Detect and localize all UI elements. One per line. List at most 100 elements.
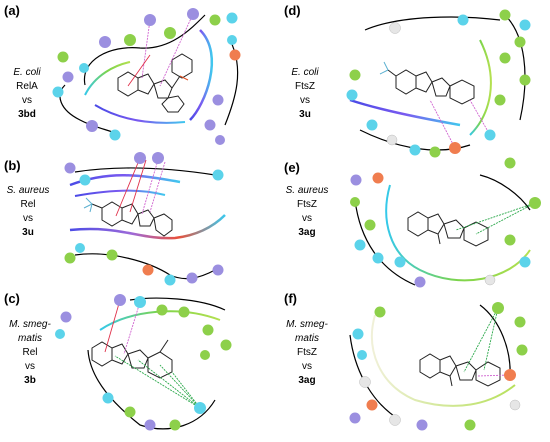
caption-b-line3: vs — [23, 213, 33, 224]
residue-node — [499, 52, 511, 64]
residue-node — [212, 264, 224, 276]
ligand-bond — [437, 233, 441, 245]
ligand-3bd — [117, 53, 193, 113]
ligand-ring — [455, 361, 477, 381]
residue-node — [144, 14, 156, 26]
residue-node — [144, 419, 156, 431]
residue-node — [204, 119, 216, 131]
residue-node — [64, 252, 76, 264]
caption-d-line4: 3u — [299, 109, 311, 120]
caption-d-line3: vs — [300, 95, 310, 106]
caption-b-line1: S. aureus — [7, 185, 50, 196]
residue-node — [57, 51, 69, 63]
panel-caption-f: M. smeg- matis FtsZ vs 3ag — [286, 319, 328, 386]
residue-node — [226, 12, 238, 24]
ligand-bond — [449, 375, 453, 387]
residue-node — [366, 399, 378, 411]
residue-node — [464, 419, 476, 431]
pocket-surface-line — [370, 314, 516, 407]
ligand-ring — [443, 219, 465, 239]
residue-node — [134, 152, 146, 164]
hbond-line — [149, 161, 166, 213]
residue-node — [372, 172, 384, 184]
hbond-line — [469, 99, 491, 136]
residue-group-e — [350, 157, 541, 288]
residue-group-f — [349, 302, 528, 431]
residue-node — [416, 419, 428, 431]
residue-group-a — [52, 8, 241, 145]
residue-node — [202, 324, 214, 336]
residue-node — [374, 306, 386, 318]
panel-label-e: (e) — [284, 160, 300, 175]
residue-node — [169, 419, 181, 431]
pi-stack-line — [475, 202, 536, 235]
residue-node — [114, 294, 126, 306]
panel-caption-c: M. smeg- matis Rel vs 3b — [9, 319, 51, 386]
pocket-surface-line — [84, 61, 131, 96]
panel-caption-d: E. coli FtsZ vs 3u — [291, 67, 319, 120]
residue-node — [504, 157, 516, 169]
pocket-line — [74, 253, 216, 280]
ligand-ring — [415, 71, 433, 93]
caption-b-line4: 3u — [22, 227, 34, 238]
pocket-line — [224, 39, 239, 126]
hbond-line — [123, 301, 141, 355]
caption-c-line1: M. smeg- — [9, 319, 51, 330]
pi-stack-line — [483, 307, 499, 371]
residue-node — [504, 369, 516, 381]
ligand-bond — [383, 61, 389, 71]
residue-node — [386, 134, 398, 146]
ligand-ring — [449, 79, 475, 105]
caption-f-line3: FtsZ — [297, 347, 317, 358]
panel-a: (a) E. coli RelA vs 3bd — [4, 3, 241, 145]
pocket-surface-line — [94, 104, 186, 124]
residue-node — [178, 306, 190, 318]
pocket-line — [74, 167, 216, 176]
panel-label-d: (d) — [284, 3, 301, 18]
ligand-3u — [83, 197, 173, 237]
residue-node — [164, 274, 176, 286]
residue-node — [494, 94, 506, 106]
residue-node — [364, 219, 376, 231]
cation-pi-line — [115, 157, 141, 217]
residue-node — [350, 174, 362, 186]
residue-node — [484, 274, 496, 286]
caption-a-line2: RelA — [16, 81, 38, 92]
residue-node — [389, 22, 401, 34]
ligand-ring — [127, 349, 149, 369]
panel-c: (c) M. smeg- matis Rel vs 3b — [4, 291, 232, 431]
residue-group-b — [64, 152, 224, 286]
residue-node — [99, 36, 111, 48]
hbond-line — [477, 374, 511, 377]
residue-group-d — [346, 9, 531, 158]
residue-node — [352, 328, 364, 340]
residue-node — [187, 8, 199, 20]
ligand-3b — [91, 339, 173, 379]
caption-f-line1: M. smeg- — [286, 319, 328, 330]
residue-node — [52, 86, 64, 98]
caption-a-line1: E. coli — [13, 67, 41, 78]
caption-a-line3: vs — [22, 95, 32, 106]
pocket-surface-line — [189, 29, 214, 121]
pocket-line — [364, 16, 501, 31]
ligand-bond — [179, 75, 189, 81]
ligand-ring — [111, 343, 129, 365]
residue-node — [366, 119, 378, 131]
residue-node — [152, 152, 164, 164]
pi-stack-line — [114, 355, 201, 409]
panel-f: (f) M. smeg- matis FtsZ vs 3ag — [284, 291, 528, 431]
residue-node — [62, 71, 74, 83]
caption-b-line2: Rel — [20, 199, 35, 210]
residue-node — [75, 243, 85, 253]
ligand-bond — [85, 197, 93, 205]
residue-node — [529, 197, 541, 209]
residue-node — [349, 412, 361, 424]
residue-node — [212, 94, 224, 106]
residue-node — [499, 9, 511, 21]
pi-stack-line — [137, 359, 201, 409]
ligand-ring — [121, 203, 139, 225]
ligand-ring — [153, 79, 173, 99]
pocket-line — [504, 14, 526, 121]
residue-node — [516, 344, 528, 356]
pocket-surface-line — [99, 310, 221, 331]
